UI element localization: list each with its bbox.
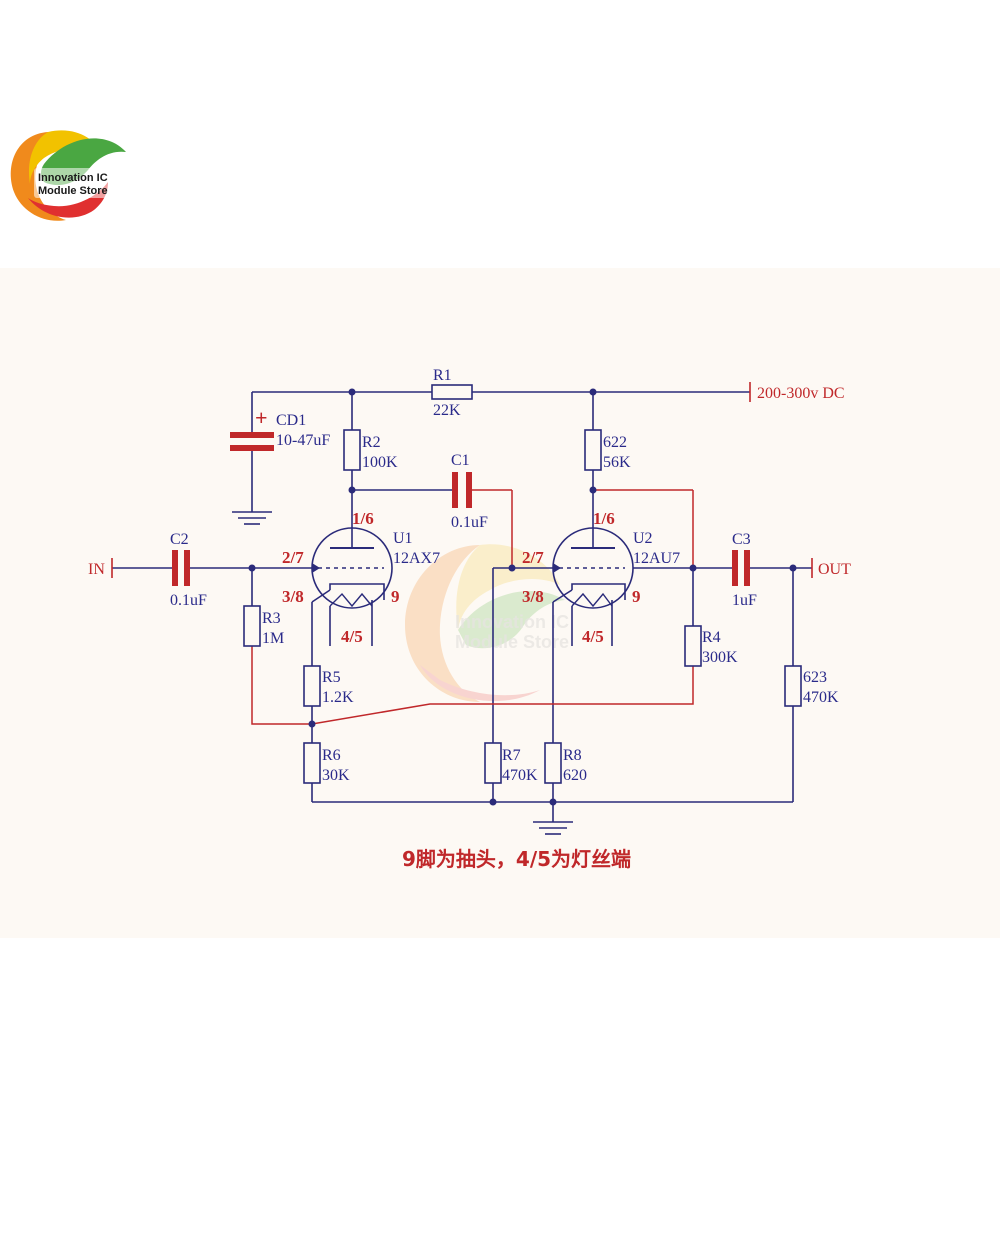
logo-leaf-orange <box>10 132 66 221</box>
tube-u2 <box>552 527 634 609</box>
capacitors <box>172 432 750 586</box>
tube-u1 <box>311 527 393 609</box>
resistor-r7 <box>484 742 502 784</box>
r622-value: 56K <box>603 454 631 471</box>
r6-value: 30K <box>322 767 350 784</box>
r3-ref: R3 <box>262 610 281 627</box>
junction-dots <box>248 388 797 806</box>
r5-value: 1.2K <box>322 689 354 706</box>
terminal-labels: IN OUT 200-300v DC <box>88 385 851 578</box>
capacitor-c2 <box>172 550 190 586</box>
u2-pin-plate: 1/6 <box>593 509 615 528</box>
capacitor-cd1 <box>230 432 274 451</box>
c2-value: 0.1uF <box>170 592 207 609</box>
logo-leaf-red <box>28 182 108 218</box>
ground-symbol-main <box>533 821 573 835</box>
capacitor-c1 <box>452 472 472 508</box>
u1-ref: U1 <box>393 530 413 547</box>
cd1-ref: CD1 <box>276 412 306 429</box>
resistor-r5 <box>303 665 321 707</box>
cd1-value: 10-47uF <box>276 432 330 449</box>
r2-ref: R2 <box>362 434 381 451</box>
c1-ref: C1 <box>451 452 470 469</box>
r623-ref: 623 <box>803 669 827 686</box>
r1-ref: R1 <box>433 367 452 384</box>
u2-pin-grid: 2/7 <box>522 548 544 567</box>
terminal-bars <box>111 382 813 578</box>
u1-pin-tap: 9 <box>391 587 400 606</box>
r3-value: 1M <box>262 630 284 647</box>
u2-pin-tap: 9 <box>632 587 641 606</box>
r7-value: 470K <box>502 767 538 784</box>
supply-label: 200-300v DC <box>757 385 845 402</box>
r7-ref: R7 <box>502 747 521 764</box>
resistor-r3 <box>243 605 261 647</box>
r623-value: 470K <box>803 689 839 706</box>
r8-value: 620 <box>563 767 587 784</box>
r4-value: 300K <box>702 649 738 666</box>
capacitor-c3 <box>732 550 750 586</box>
r1-value: 22K <box>433 402 461 419</box>
schematic-panel <box>0 268 1000 938</box>
pin-note: 9脚为抽头，4/5为灯丝端 <box>402 847 631 871</box>
r4-ref: R4 <box>702 629 721 646</box>
logo-text-line2: Module Store <box>38 185 108 197</box>
wires-red <box>251 489 694 725</box>
c3-value: 1uF <box>732 592 757 609</box>
output-label: OUT <box>818 561 851 578</box>
logo-text-line1: Innovation IC <box>38 172 108 184</box>
u2-ref: U2 <box>633 530 653 547</box>
ground-symbol-cd1 <box>232 511 272 525</box>
store-logo: Innovation IC Module Store <box>10 130 126 221</box>
u2-value: 12AU7 <box>633 550 680 567</box>
resistors <box>243 384 802 784</box>
component-labels: R1 22K R2 100K 622 56K CD1 10-47uF C1 0.… <box>170 367 839 784</box>
c3-ref: C3 <box>732 531 751 548</box>
u2-pin-cathode: 3/8 <box>522 587 544 606</box>
resistor-r4 <box>684 625 702 667</box>
resistor-r622 <box>584 429 602 471</box>
r622-ref: 622 <box>603 434 627 451</box>
resistor-r6 <box>303 742 321 784</box>
c1-value: 0.1uF <box>451 514 488 531</box>
u1-pin-grid: 2/7 <box>282 548 304 567</box>
resistor-r1 <box>431 384 473 400</box>
u1-pin-plate: 1/6 <box>352 509 374 528</box>
r5-ref: R5 <box>322 669 341 686</box>
u1-value: 12AX7 <box>393 550 440 567</box>
cd1-polarity-mark: + <box>255 405 268 430</box>
u2-pin-heater: 4/5 <box>582 627 604 646</box>
watermark: Innovation IC Module Store <box>405 544 569 702</box>
r6-ref: R6 <box>322 747 341 764</box>
watermark-text-line1: Innovation IC <box>455 612 569 632</box>
u1-pin-heater: 4/5 <box>341 627 363 646</box>
u1-pin-cathode: 3/8 <box>282 587 304 606</box>
r2-value: 100K <box>362 454 398 471</box>
resistor-r2 <box>343 429 361 471</box>
input-label: IN <box>88 561 105 578</box>
resistor-r623 <box>784 665 802 707</box>
pin-labels: 1/6 2/7 3/8 9 4/5 1/6 2/7 3/8 9 4/5 <box>282 509 641 646</box>
r8-ref: R8 <box>563 747 582 764</box>
c2-ref: C2 <box>170 531 189 548</box>
resistor-r8 <box>544 742 562 784</box>
watermark-text-line2: Module Store <box>455 632 569 652</box>
